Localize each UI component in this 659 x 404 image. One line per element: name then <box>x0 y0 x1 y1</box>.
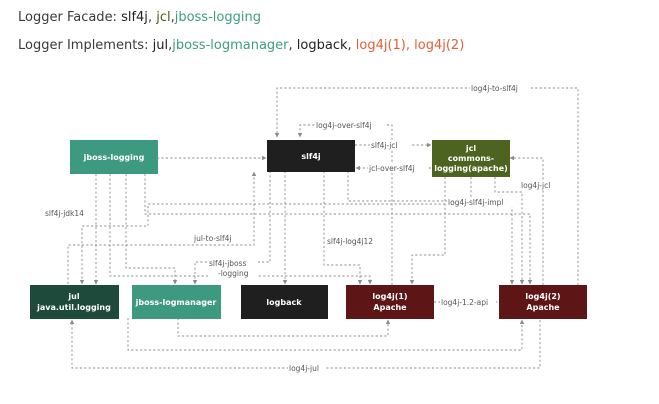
node-jcl[interactable]: jcl commons- logging(apache) <box>432 140 510 177</box>
edge-jboss-logmanager-log4j1 <box>177 318 391 337</box>
node-jboss-logmanager-label: jboss-logmanager <box>135 298 217 307</box>
label-log4j-over-slf4j: log4j-over-slf4j <box>316 121 372 130</box>
node-slf4j[interactable]: slf4j <box>267 140 355 172</box>
node-logback-label: logback <box>266 298 302 307</box>
node-slf4j-label: slf4j <box>301 152 321 161</box>
edge-log4j-slf4j-impl <box>347 171 515 285</box>
facade-item-jcl: jcl <box>156 10 171 25</box>
logger-implements-label: Logger Implements: <box>18 38 153 53</box>
edge-log4j-over-slf4j <box>297 124 393 285</box>
edge-log4j-to-slf4j <box>274 87 579 285</box>
logger-implements-line: Logger Implements: jul,jboss-logmanager,… <box>18 38 464 53</box>
label-jcl-over-slf4j: jcl-over-slf4j <box>368 164 415 173</box>
node-jul[interactable]: jul java.util.logging <box>30 285 119 319</box>
facade-separator: , <box>170 10 175 25</box>
implements-item-log4j: log4j(1), log4j(2) <box>355 38 465 53</box>
node-logback[interactable]: logback <box>241 285 328 319</box>
node-jboss-logmanager[interactable]: jboss-logmanager <box>132 285 221 319</box>
label-jul-to-slf4j: jul-to-slf4j <box>193 234 232 243</box>
label-slf4j-jcl: slf4j-jcl <box>371 141 397 150</box>
edge-jboss-logging-log4j2 <box>144 174 533 285</box>
node-log4j1[interactable]: log4j(1) Apache <box>346 285 434 319</box>
implements-item-jul: jul <box>152 38 169 53</box>
node-jboss-logging[interactable]: jboss-logging <box>70 140 158 174</box>
node-log4j1-label-line1: log4j(1) <box>372 292 407 301</box>
logger-facade-label: Logger Facade: <box>18 10 122 25</box>
implements-item-logback: logback <box>296 38 348 53</box>
edge-jboss-logging-log4j1 <box>109 174 373 285</box>
node-log4j1-label-line2: Apache <box>373 303 407 312</box>
nodes: jboss-logging slf4j jcl commons- logging… <box>30 140 587 319</box>
implements-separator: , <box>288 38 297 53</box>
implements-separator: , <box>168 38 173 53</box>
implements-separator: , <box>347 38 356 53</box>
node-jul-label-line2: java.util.logging <box>36 303 111 312</box>
facade-item-jboss-logging: jboss-logging <box>174 10 261 25</box>
label-slf4j-jboss-logging-line2: -logging <box>218 269 249 278</box>
node-log4j2-label-line2: Apache <box>526 303 560 312</box>
label-log4j-1-2-api: log4j-1.2-api <box>441 298 488 307</box>
edge-slf4j-log4j12 <box>323 171 363 285</box>
node-jboss-logging-label: jboss-logging <box>83 153 145 162</box>
logger-facade-line: Logger Facade: slf4j, jcl,jboss-logging <box>18 10 261 25</box>
node-jcl-label-line1: jcl <box>465 144 476 153</box>
node-jcl-label-line2: commons- <box>448 154 494 163</box>
edge-log4j-jcl <box>509 155 544 285</box>
edge-jcl-log4j1 <box>409 177 446 285</box>
edge-jcl-log4j2 <box>494 177 525 285</box>
node-jcl-label-line3: logging(apache) <box>434 164 508 173</box>
label-log4j-slf4j-impl: log4j-slf4j-impl <box>448 198 503 207</box>
edge-jcl-jul <box>79 177 472 285</box>
label-log4j-to-slf4j: log4j-to-slf4j <box>471 84 518 93</box>
label-slf4j-jdk14: slf4j-jdk14 <box>45 209 84 218</box>
edge-jul-to-slf4j <box>67 171 257 284</box>
edge-log4j-jul <box>69 319 541 369</box>
label-log4j-jcl: log4j-jcl <box>521 181 550 190</box>
facade-separator: , <box>147 10 157 25</box>
label-slf4j-jboss-logging-line1: slf4j-jboss <box>209 259 247 268</box>
node-jul-label-line1: jul <box>67 292 79 301</box>
edge-jboss-logging-jboss-logmanager <box>125 174 178 285</box>
node-log4j2[interactable]: log4j(2) Apache <box>499 285 587 319</box>
implements-item-jboss-logmanager: jboss-logmanager <box>172 38 289 53</box>
facade-item-slf4j: slf4j <box>121 10 148 25</box>
node-log4j2-label-line1: log4j(2) <box>525 292 560 301</box>
edge-jboss-logmanager-log4j2 <box>127 318 525 351</box>
edge-labels: log4j-to-slf4j log4j-over-slf4j slf4j-jc… <box>44 83 562 373</box>
label-slf4j-log4j12: slf4j-log4j12 <box>327 237 373 246</box>
label-log4j-jul: log4j-jul <box>289 364 319 373</box>
